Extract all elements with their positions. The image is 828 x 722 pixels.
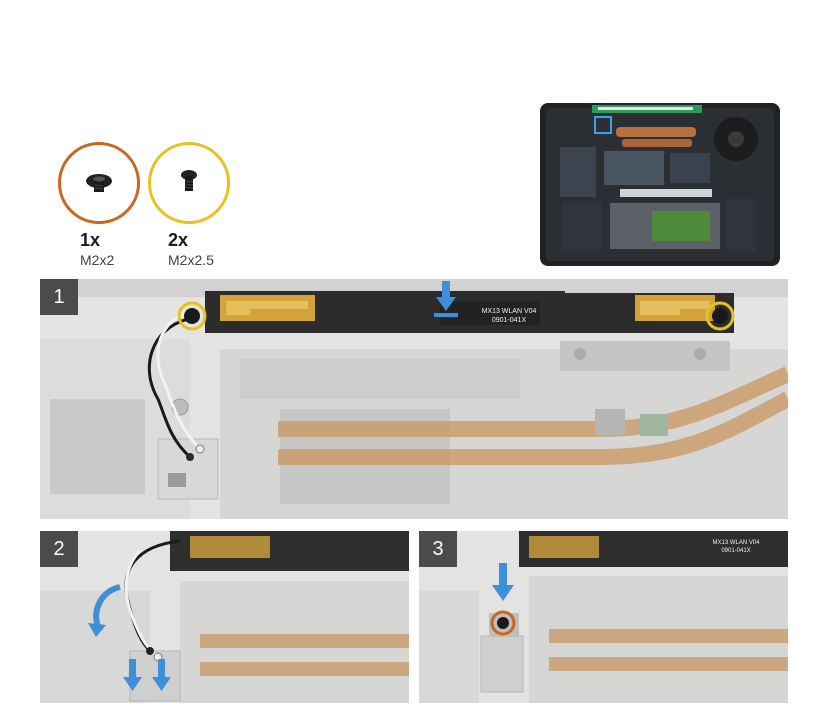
- screw-qty-1: 1x: [80, 230, 101, 250]
- step-2-panel: 2: [40, 531, 409, 703]
- antenna-label-line-2: 0901-041X: [491, 317, 527, 324]
- screw-size-1: M2x2: [80, 252, 115, 268]
- step-3-panel: 3 MX13 WLAN V04 0901-041X: [419, 531, 788, 703]
- laptop-overview-image: [540, 103, 780, 266]
- antenna-label: MX13 WLAN V04 0901-041X: [701, 539, 771, 555]
- antenna-label-line-1: MX13 WLAN V04: [712, 540, 760, 546]
- motherboard-illustration: [40, 531, 409, 703]
- step-number-badge: 1: [40, 279, 78, 315]
- step-1-panel: 1: [40, 279, 788, 519]
- antenna-label-line-1: MX13 WLAN V04: [481, 308, 537, 315]
- step-number-badge: 2: [40, 531, 78, 567]
- motherboard-illustration: [419, 531, 788, 703]
- screw-qty-2: 2x: [168, 230, 189, 250]
- antenna-label: MX13 WLAN V04 0901-041X: [468, 307, 550, 325]
- screw-icon: [86, 174, 112, 192]
- screw-size-2: M2x2.5: [168, 252, 214, 268]
- antenna-label-line-2: 0901-041X: [721, 548, 751, 554]
- screw-m2x2.5-circle: [148, 142, 230, 224]
- motherboard-illustration: [40, 279, 788, 519]
- screw-m2x2-circle: [58, 142, 140, 224]
- step-number-badge: 3: [419, 531, 457, 567]
- screw-icon: [181, 170, 197, 191]
